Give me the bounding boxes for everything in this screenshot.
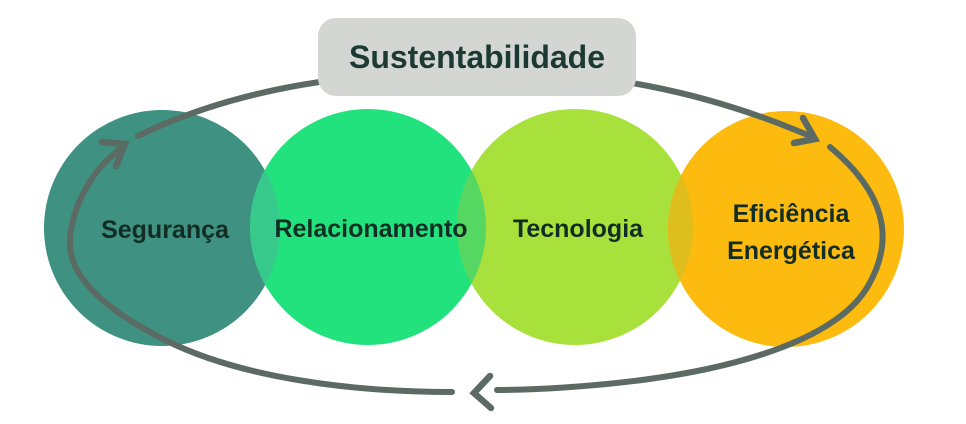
cycle-arc-left	[66, 147, 455, 395]
diagram-title: Sustentabilidade	[349, 39, 605, 75]
circle-tecnologia	[457, 109, 693, 345]
circle-seguranca	[44, 110, 280, 346]
label-eficiencia-line2: Energética	[727, 237, 856, 265]
label-seguranca: Segurança	[101, 216, 230, 244]
label-eficiencia-line1: Eficiência	[733, 200, 851, 228]
cycle-arrowhead-bottom-icon	[469, 372, 495, 412]
cycle-arrowhead-left-icon	[98, 138, 130, 170]
title-box	[318, 18, 636, 96]
label-tecnologia: Tecnologia	[513, 215, 644, 243]
cycle-arrowhead-top-right-icon	[790, 114, 821, 147]
label-relacionamento: Relacionamento	[274, 215, 467, 243]
circle-eficiencia-energetica	[668, 111, 904, 347]
circle-relacionamento	[250, 109, 486, 345]
cycle-arc-right	[494, 144, 886, 393]
